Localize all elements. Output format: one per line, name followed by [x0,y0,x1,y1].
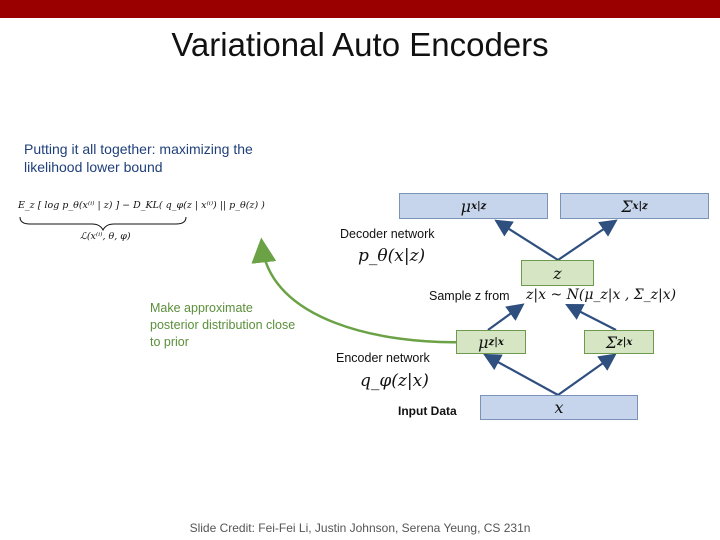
sample-label: Sample z from [429,289,510,303]
mu-symbol: μ [460,196,472,216]
sample-formula: z|x ~ N(μ_z|x , Σ_z|x) [526,287,677,303]
decoder-formula: p_θ(x|z) [358,246,426,266]
encoder-label: Encoder network [336,351,430,365]
input-x-box: x [480,395,638,420]
mu-subscript: x|z [471,200,487,212]
sigma-symbol: Σ [621,196,633,216]
top-accent-bar [0,0,720,18]
z-sample-box: z [521,260,594,286]
kl-arrow [251,237,469,344]
z-symbol: z [553,263,562,283]
mu-symbol: μ [478,332,489,352]
sigma-symbol: Σ [605,332,618,352]
underbrace-label: ℒ(x⁽ⁱ⁾, θ, φ) [80,231,131,242]
sigma-subscript: z|x [617,336,633,348]
mu-subscript: z|x [488,336,504,348]
equation-main: E_z [ log p_θ(x⁽ⁱ⁾ | z) ] − D_KL( q_φ(z … [18,200,265,211]
encoder-formula: q_φ(z|x) [360,371,429,391]
kl-annotation: Make approximate posterior distribution … [150,301,296,349]
network-arrows [483,219,618,396]
slide-credit: Slide Credit: Fei-Fei Li, Justin Johnson… [189,521,531,535]
decoder-label: Decoder network [340,227,435,241]
input-data-label: Input Data [398,404,457,418]
slide-title: Variational Auto Encoders [171,26,549,63]
intro-text: Putting it all together: maximizing the … [24,141,253,175]
x-symbol: x [554,398,564,417]
sigma-subscript: x|z [632,200,648,212]
